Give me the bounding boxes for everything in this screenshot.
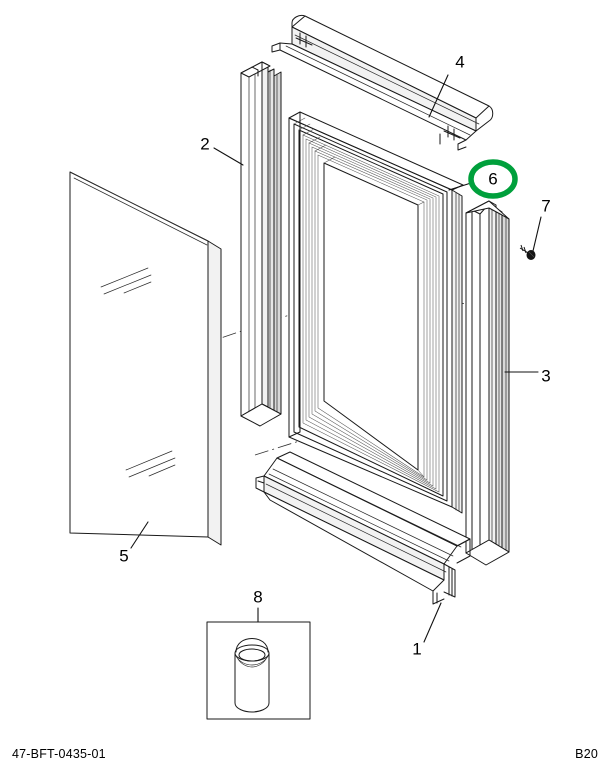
- callout-label-6[interactable]: 6: [488, 169, 497, 188]
- page-code: B20: [575, 747, 598, 761]
- part-window-frame-seal[interactable]: [288, 111, 464, 514]
- callout-label-7[interactable]: 7: [541, 196, 550, 215]
- callout-labels: 1 2 3 4 5 6 7 8: [119, 52, 550, 658]
- part-screw-fastener[interactable]: [519, 244, 536, 260]
- callout-label-8[interactable]: 8: [253, 587, 262, 606]
- footer: 47-BFT-0435-01 B20: [0, 742, 610, 766]
- callout-label-3[interactable]: 3: [541, 366, 550, 385]
- part-left-vertical-channel[interactable]: [240, 61, 282, 427]
- part-glass-panel[interactable]: [69, 171, 222, 546]
- callout-label-4[interactable]: 4: [455, 52, 464, 71]
- callout-label-5[interactable]: 5: [119, 546, 128, 565]
- leader-lines: [130, 74, 542, 643]
- glass-shine-lower: [125, 450, 176, 478]
- glass-shine-upper: [100, 267, 152, 295]
- part-bottom-rail-extrusion[interactable]: [255, 451, 471, 605]
- callout-highlight-ring: [468, 159, 518, 199]
- callout-label-1[interactable]: 1: [412, 639, 421, 658]
- part-sealant-container[interactable]: [206, 621, 311, 720]
- drawing-number: 47-BFT-0435-01: [12, 747, 106, 761]
- callout-label-2[interactable]: 2: [200, 134, 209, 153]
- part-right-vertical-channel[interactable]: [465, 200, 510, 566]
